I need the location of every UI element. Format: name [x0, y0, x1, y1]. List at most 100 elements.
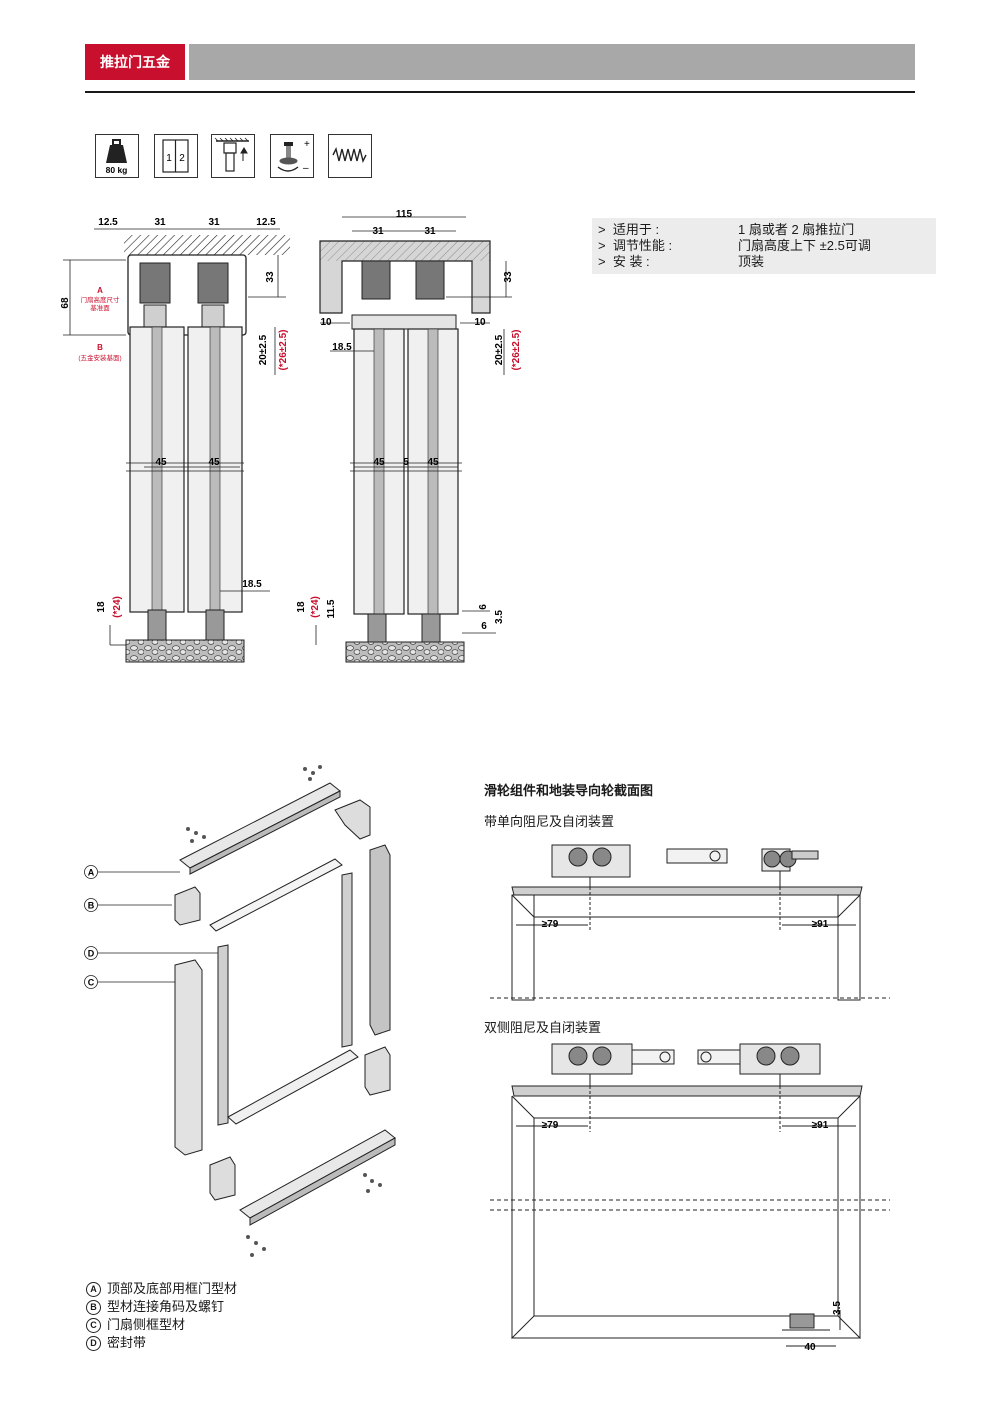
- legend-mark: C: [86, 1318, 101, 1334]
- dim-24: (*24): [310, 596, 321, 618]
- callout-c: C: [88, 978, 95, 988]
- legend-text: 型材连接角码及螺钉: [107, 1299, 225, 1314]
- single-damper-drawing: ≥79 ≥91: [490, 844, 890, 1001]
- dim-31-a: 31: [154, 217, 166, 228]
- legend-text: 门扇侧框型材: [107, 1317, 186, 1332]
- callout-d: D: [88, 949, 95, 959]
- dim-10-right: 10: [474, 317, 486, 328]
- legend-text: 顶部及底部用框门型材: [107, 1281, 238, 1296]
- dim-20-tolerance: 20±2.5: [258, 334, 269, 365]
- dim-18: 18: [296, 601, 307, 613]
- corner-bracket: [334, 799, 371, 840]
- bullet-icon: >: [598, 222, 606, 237]
- legend-mark: A: [86, 1282, 101, 1298]
- header-bar: [189, 44, 915, 80]
- dim-26-tolerance: (*26±2.5): [511, 329, 522, 370]
- dim-10-left: 10: [320, 317, 332, 328]
- label-a-text-2: 基准面: [90, 303, 110, 312]
- spec-panel: > 适用于 : 1 扇或者 2 扇推拉门 > 调节性能 : 门扇高度上下 ±2.…: [592, 218, 936, 274]
- two-panel-icon: 1 2: [154, 134, 198, 178]
- adjust-minus-label: –: [303, 163, 309, 174]
- hanger-right: [201, 304, 225, 328]
- corner-bracket: [209, 1156, 236, 1201]
- dim-31-a: 31: [372, 226, 384, 237]
- dim-45-a: 45: [373, 457, 385, 468]
- legend-item: C 门扇侧框型材: [86, 1316, 185, 1334]
- floor: [345, 641, 465, 663]
- floor-guide-right: [205, 609, 225, 641]
- double-damper-title: 双侧阻尼及自闭装置: [484, 1020, 602, 1035]
- roller-carriage: [551, 844, 631, 878]
- dim-3-5: 3.5: [494, 610, 505, 624]
- floor-guide: [789, 1313, 815, 1329]
- single-damper-title: 带单向阻尼及自闭装置: [484, 814, 615, 829]
- spring-damper-icon: [328, 134, 372, 178]
- spec-key: 适用于 :: [612, 222, 660, 237]
- roller-left: [361, 260, 391, 300]
- height-adjust-icon: + –: [270, 134, 314, 178]
- roller-right: [197, 262, 229, 304]
- dim-31-b: 31: [424, 226, 436, 237]
- dim-min-91: ≥91: [812, 1120, 829, 1131]
- callout-a: A: [88, 868, 95, 878]
- dim-min-79: ≥79: [542, 1120, 559, 1131]
- damper-unit: [666, 848, 728, 864]
- dim-18-5: 18.5: [242, 579, 262, 590]
- corner-bracket: [174, 886, 201, 926]
- dim-33: 33: [503, 271, 514, 283]
- section-drawing-recessed: 12.5 31 31 12.5 68 33 20±2.5 (*26±2.5) 4…: [60, 217, 290, 663]
- legend-item: A 顶部及底部用框门型材: [86, 1280, 237, 1298]
- dim-40: 40: [804, 1342, 816, 1353]
- label-a: A: [97, 286, 103, 295]
- spec-key: 调节性能 :: [612, 238, 673, 253]
- dim-33: 33: [265, 271, 276, 283]
- dim-24: (*24): [112, 596, 123, 618]
- side-profile-right: [369, 844, 391, 1036]
- spec-value: 顶装: [738, 254, 765, 269]
- top-rail: [351, 314, 457, 330]
- roller-carriage: [739, 1043, 821, 1075]
- adjust-plus-label: +: [304, 139, 310, 150]
- dim-45-b: 45: [427, 457, 439, 468]
- dim-11-5: 11.5: [326, 599, 337, 618]
- section-drawing-surface: 115 31 31 33 10 10 18.5 20±2.5 (*26±2.5)…: [296, 209, 522, 663]
- dim-45-a: 45: [155, 457, 167, 468]
- dim-18-5: 18.5: [332, 342, 352, 353]
- bullet-icon: >: [598, 238, 606, 253]
- legend-mark: B: [86, 1300, 101, 1316]
- dim-18: 18: [96, 601, 107, 613]
- bullet-icon: >: [598, 254, 606, 269]
- hanger-left: [143, 304, 167, 328]
- category-tag: 推拉门五金: [85, 44, 185, 80]
- dim-45-b: 45: [208, 457, 220, 468]
- weight-label: 80 kg: [106, 165, 128, 175]
- dim-min-91: ≥91: [812, 919, 829, 930]
- dim-20-tolerance: 20±2.5: [494, 334, 505, 365]
- dim-115: 115: [396, 209, 413, 220]
- dim-6-bottom: 6: [481, 621, 487, 632]
- dim-26-tolerance: (*26±2.5): [278, 329, 289, 370]
- roller-left: [139, 262, 171, 304]
- callout-b: B: [88, 901, 95, 911]
- dim-68: 68: [60, 297, 71, 309]
- roller-right: [415, 260, 445, 300]
- dim-12-5-right: 12.5: [256, 217, 276, 228]
- side-profile-left: [174, 959, 203, 1156]
- dim-31-b: 31: [208, 217, 220, 228]
- spec-value: 1 扇或者 2 扇推拉门: [738, 222, 855, 237]
- roller-carriage: [551, 1043, 633, 1075]
- header-rule: [85, 91, 915, 93]
- top-mount-icon: [211, 134, 255, 178]
- seal-strip: [209, 858, 343, 932]
- panel-1-label: 1: [166, 153, 172, 164]
- floor-guide-left: [147, 609, 167, 641]
- floor-guide-right: [421, 613, 441, 643]
- label-b: B: [97, 343, 103, 352]
- damper-unit: [631, 1049, 675, 1065]
- label-b-text: (五金安装基面): [78, 353, 121, 362]
- legend-text: 密封带: [107, 1335, 147, 1350]
- top-profile: [179, 782, 341, 869]
- panel-2-label: 2: [179, 153, 185, 164]
- dim-12-5-left: 12.5: [98, 217, 118, 228]
